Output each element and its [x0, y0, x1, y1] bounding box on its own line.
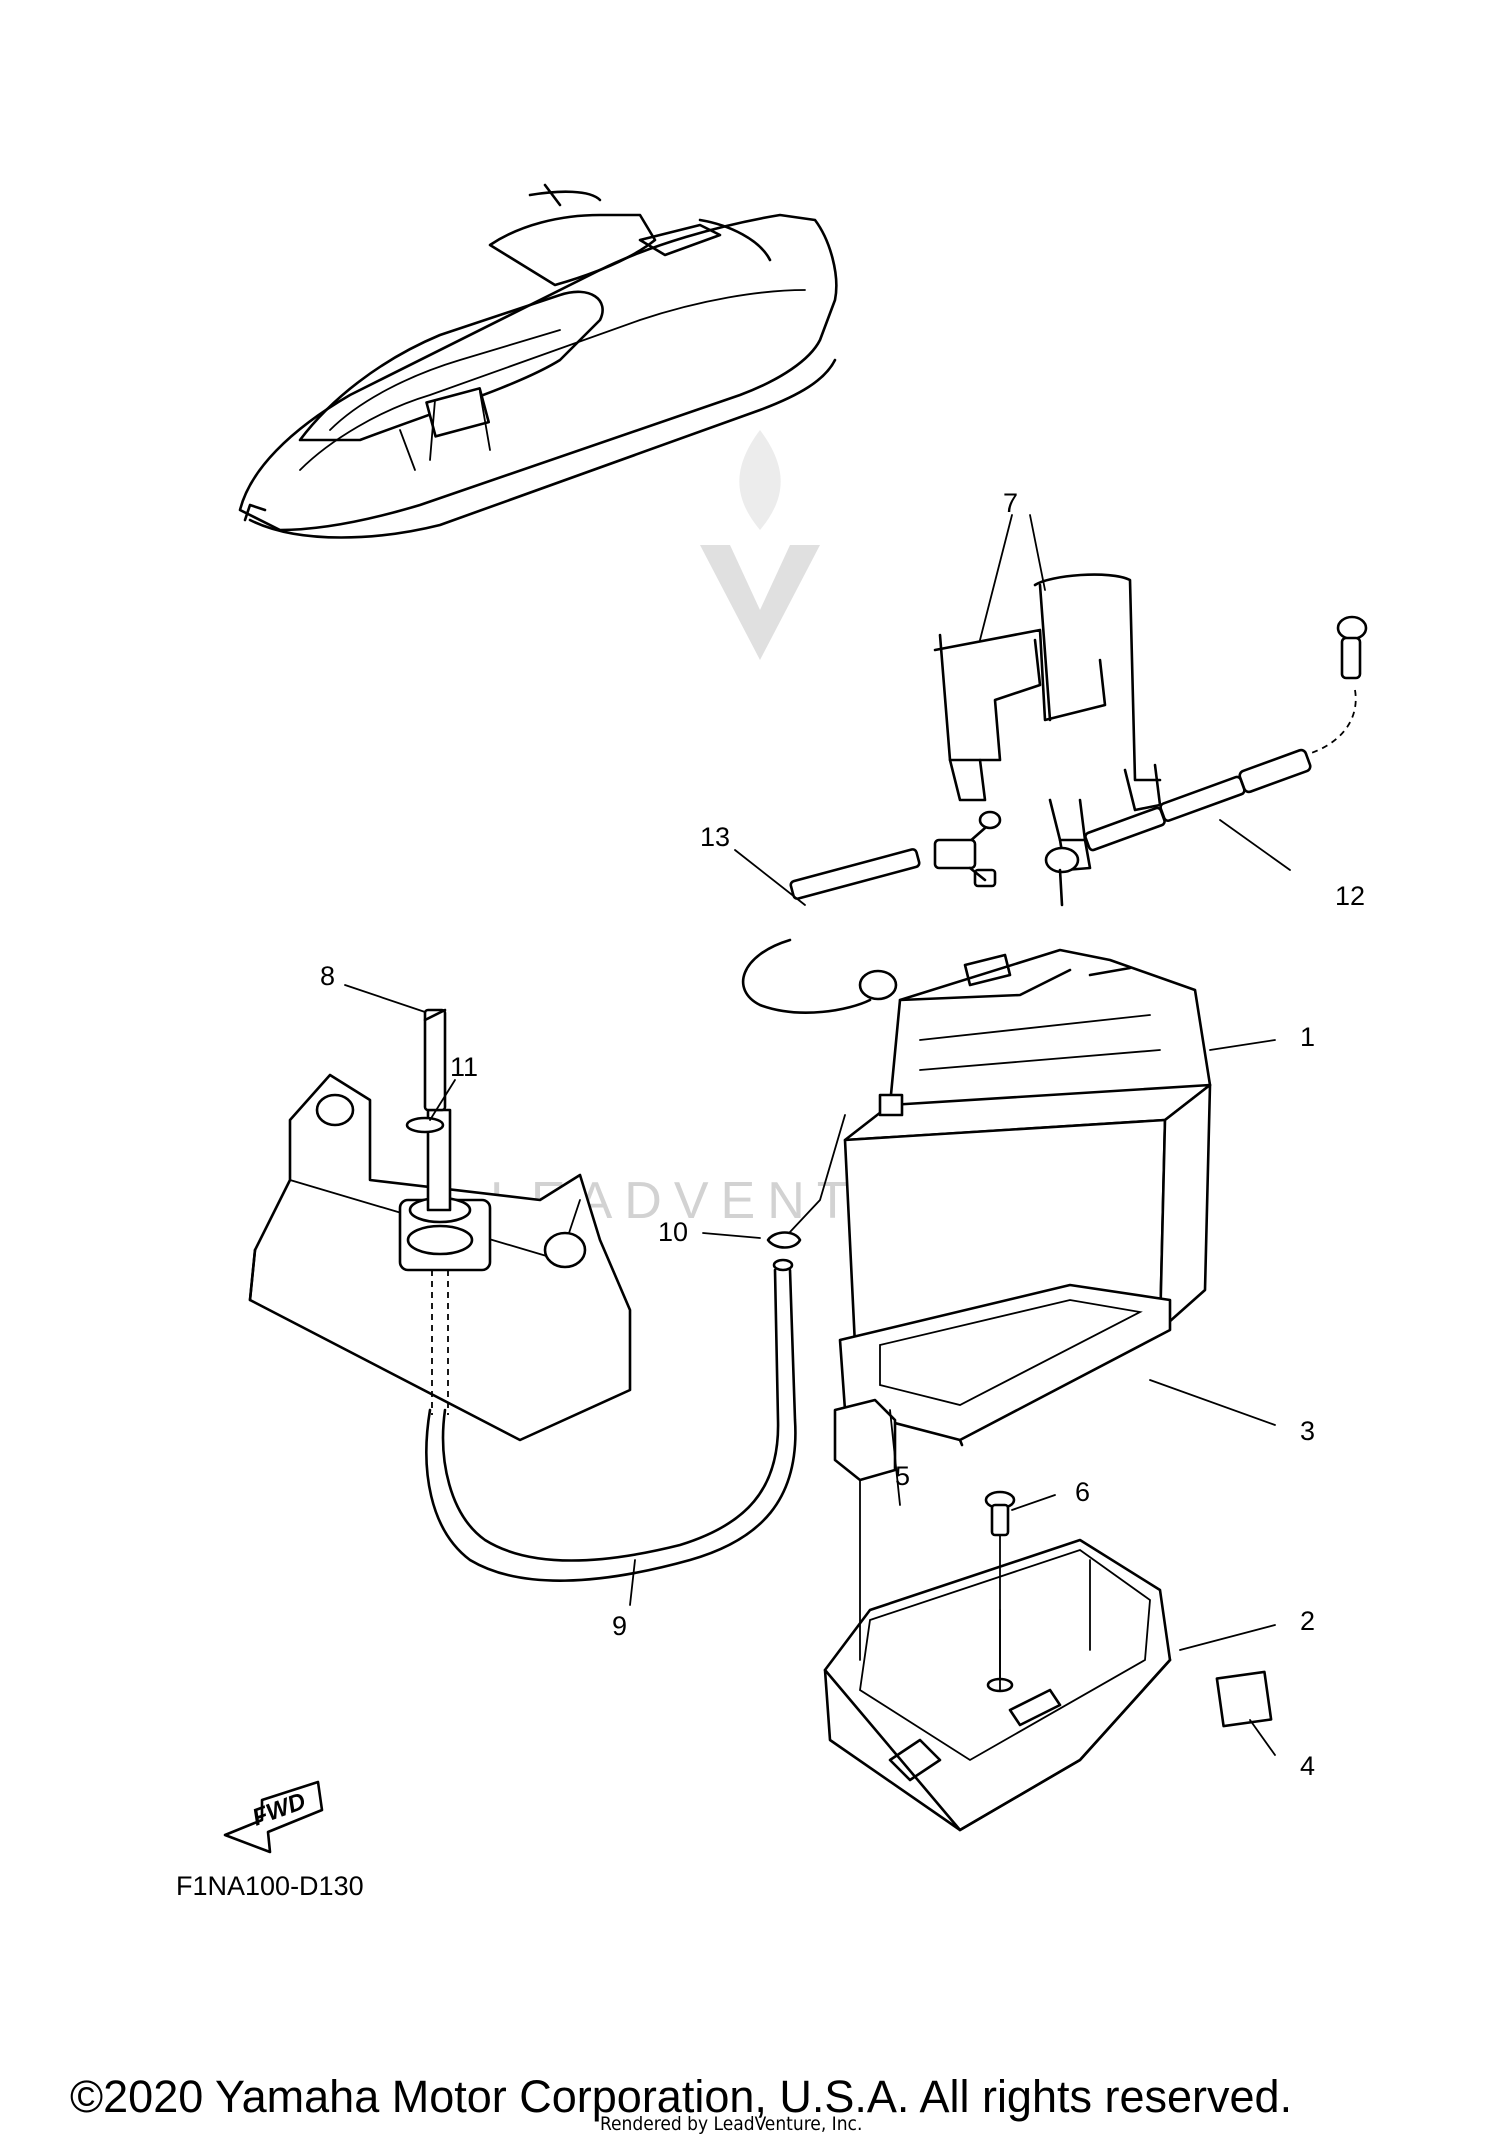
battery-bracket: [248, 1073, 632, 1442]
callout-2: 2: [1300, 1606, 1315, 1636]
callout-9: 9: [612, 1611, 627, 1641]
battery-clamp-icon: [833, 1398, 897, 1482]
callout-5: 5: [895, 1461, 910, 1491]
small-parts: [833, 1398, 1273, 1728]
hose-clip-icon: [405, 1116, 445, 1134]
callout-4: 4: [1300, 1751, 1315, 1781]
callout-10: 10: [658, 1217, 688, 1247]
watercraft-overview: [238, 183, 838, 539]
positive-cable: [742, 810, 1002, 1014]
watermark-logo-icon: [700, 545, 820, 660]
hose-clamp-icon: [766, 1231, 802, 1249]
fwd-arrow: FWD: [223, 1780, 324, 1854]
watermark-flame-icon: [739, 430, 781, 530]
battery: [843, 948, 1212, 1347]
fwd-arrow-icon: [223, 1780, 324, 1854]
battery-box: [823, 1538, 1172, 1832]
vent-pipe-icon: [423, 1008, 447, 1112]
callout-13: 13: [700, 822, 730, 852]
rendered-by-credit: Rendered by LeadVenture, Inc.: [600, 2113, 862, 2135]
negative-cable: [1044, 615, 1368, 907]
callout-8: 8: [320, 961, 335, 991]
callout-11: 11: [450, 1052, 478, 1082]
callout-12: 12: [1335, 881, 1365, 911]
copyright-notice: ©2020 Yamaha Motor Corporation, U.S.A. A…: [70, 2071, 1292, 2122]
callout-7: 7: [1003, 488, 1018, 518]
callout-1: 1: [1300, 1022, 1315, 1052]
vent-hose-parts: [405, 1008, 846, 1582]
adhesive-pad-icon: [1215, 1670, 1273, 1728]
leader-lines: [344, 514, 1291, 1756]
diagram-code: F1NA100-D130: [176, 1871, 364, 1901]
callout-6: 6: [1075, 1477, 1090, 1507]
callout-3: 3: [1300, 1416, 1315, 1446]
callouts: 7 13 12 8 11 1 10 3 5 6 2 9 4: [320, 488, 1365, 1781]
